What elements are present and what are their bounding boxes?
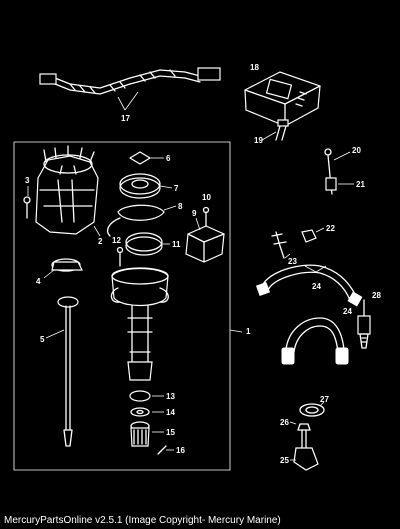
callout-13: 13	[166, 392, 175, 401]
ignition-coil-18[interactable]	[244, 71, 321, 127]
callout-11: 11	[172, 240, 181, 249]
screw-19[interactable]	[261, 119, 289, 141]
callout-4: 4	[36, 277, 41, 286]
callout-9: 9	[192, 209, 197, 218]
callout-23: 23	[288, 257, 297, 266]
rotor-4[interactable]	[43, 258, 83, 279]
clamp-25[interactable]	[290, 447, 319, 471]
callout-8: 8	[178, 202, 183, 211]
callout-22: 22	[326, 224, 335, 233]
gear-15[interactable]	[130, 421, 164, 447]
callout-26: 26	[280, 418, 289, 427]
callout-19: 19	[254, 136, 263, 145]
distributor-assembly-frame	[13, 141, 243, 471]
callout-10: 10	[202, 193, 211, 202]
distributor-housing[interactable]	[110, 267, 169, 381]
washer-13[interactable]	[129, 390, 164, 402]
callout-16: 16	[176, 446, 185, 455]
retainer-6[interactable]	[129, 151, 164, 165]
screw-12[interactable]	[116, 246, 124, 267]
callout-1: 1	[246, 327, 251, 336]
callout-24-lower: 24	[343, 307, 352, 316]
screw-10[interactable]	[202, 206, 210, 227]
washer-14[interactable]	[130, 407, 164, 417]
callout-6: 6	[166, 154, 171, 163]
callout-27: 27	[320, 395, 329, 404]
pin-16[interactable]	[157, 445, 174, 455]
shaft-5[interactable]	[45, 296, 79, 447]
callout-21: 21	[356, 180, 365, 189]
callout-24-upper: 24	[312, 282, 321, 291]
ignition-module-9[interactable]	[185, 217, 225, 263]
screw-3[interactable]	[23, 186, 31, 219]
callout-15: 15	[166, 428, 175, 437]
boot-wire-24-upper[interactable]	[255, 264, 363, 307]
callout-25: 25	[280, 456, 289, 465]
callout-5: 5	[40, 335, 45, 344]
copyright-footer: MercuryPartsOnline v2.5.1 (Image Copyrig…	[4, 515, 281, 526]
seal-27[interactable]	[299, 401, 325, 417]
callout-2: 2	[98, 237, 103, 246]
callout-12: 12	[112, 236, 121, 245]
spark-plug-28[interactable]	[357, 299, 371, 349]
boot-wire-24-lower[interactable]	[281, 317, 349, 365]
pickup-coil-8[interactable]	[106, 204, 177, 237]
callout-7: 7	[174, 184, 179, 193]
bolt-26[interactable]	[289, 421, 311, 449]
callout-14: 14	[166, 408, 175, 417]
callout-20: 20	[352, 146, 361, 155]
clip-22[interactable]	[301, 227, 325, 243]
callout-labels: 1 2 3 4 5 6 7 8 9 10 11 12 13 14 15 16 1…	[25, 63, 381, 465]
callout-3: 3	[25, 176, 30, 185]
callout-18: 18	[250, 63, 259, 72]
callout-17: 17	[121, 114, 130, 123]
spark-plug-wire-17[interactable]	[39, 67, 221, 111]
terminal-23[interactable]	[271, 231, 291, 259]
distributor-cap-2[interactable]	[35, 145, 101, 237]
connector-11[interactable]	[125, 232, 170, 256]
callout-28: 28	[372, 291, 381, 300]
clip-21[interactable]	[325, 177, 354, 191]
pole-piece-7[interactable]	[119, 173, 173, 199]
